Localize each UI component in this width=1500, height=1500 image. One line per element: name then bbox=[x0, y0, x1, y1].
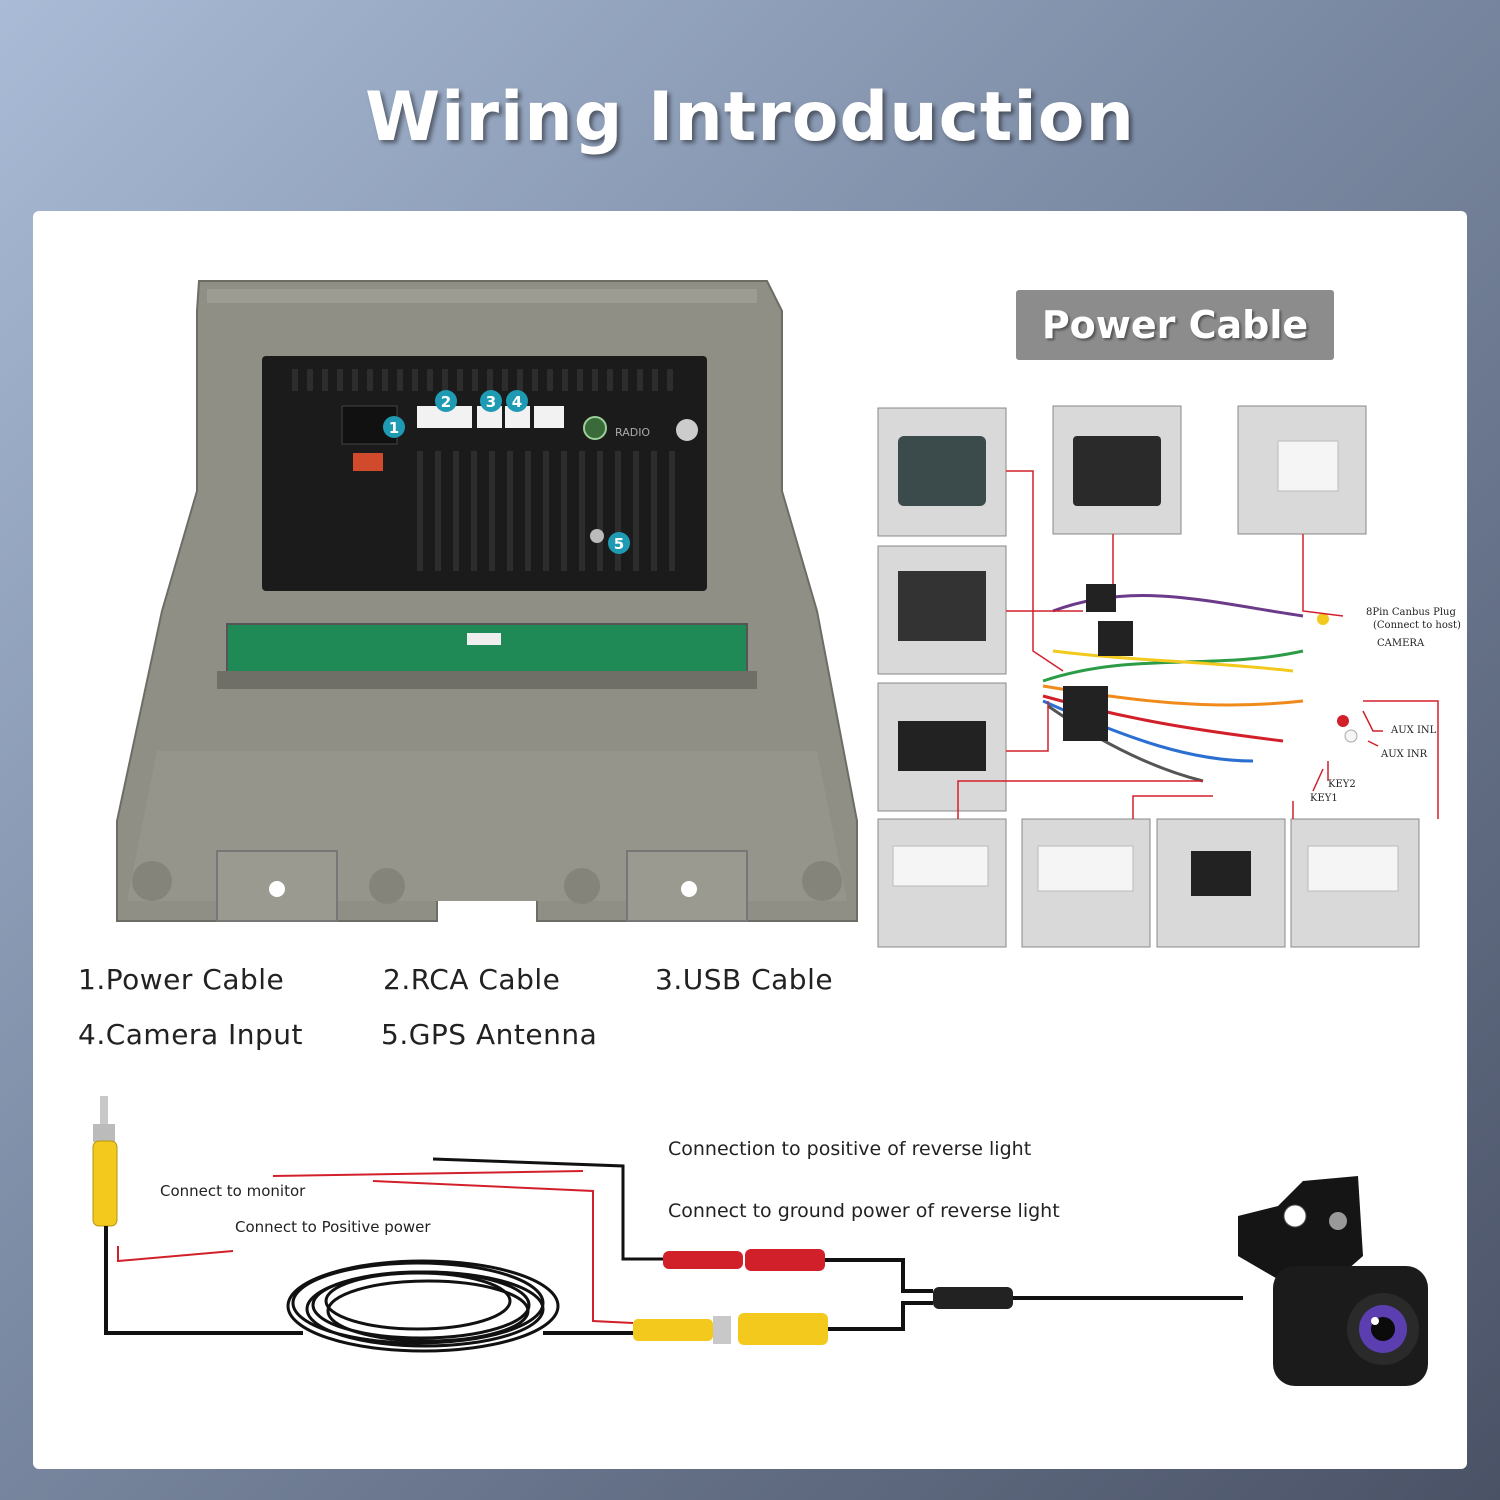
label-camera: CAMERA bbox=[1377, 638, 1425, 649]
label-key1: KEY1 bbox=[1310, 793, 1338, 804]
port-number-1: 1 bbox=[389, 419, 399, 437]
head-unit-back-image: 1 2 3 4 5 RADIO bbox=[116, 280, 858, 922]
legend-item-rca-cable: 2.RCA Cable bbox=[383, 963, 561, 996]
label-aux-inr: AUX INR bbox=[1380, 749, 1428, 760]
content-card: 1 2 3 4 5 RADIO Power Cable bbox=[33, 211, 1467, 1469]
label-connect-to-positive-power: Connect to Positive power bbox=[235, 1218, 431, 1236]
port-marker-2 bbox=[435, 390, 457, 412]
power-cable-badge: Power Cable bbox=[1016, 290, 1334, 360]
legend-item-gps-antenna: 5.GPS Antenna bbox=[381, 1018, 598, 1051]
label-key2: KEY2 bbox=[1328, 779, 1356, 790]
legend-item-camera-input: 4.Camera Input bbox=[78, 1018, 303, 1051]
port-number-3: 3 bbox=[486, 393, 496, 411]
legend-item-usb-cable: 3.USB Cable bbox=[655, 963, 834, 996]
label-aux-inl: AUX INL bbox=[1390, 725, 1437, 736]
radio-label: RADIO bbox=[615, 426, 650, 439]
legend-item-power-cable: 1.Power Cable bbox=[78, 963, 285, 996]
page-title: Wiring Introduction bbox=[365, 78, 1135, 157]
port-number-4: 4 bbox=[512, 393, 522, 411]
label-connect-to-host: (Connect to host) bbox=[1373, 620, 1461, 631]
reverse-camera-wiring-image bbox=[92, 1096, 1428, 1386]
port-number-5: 5 bbox=[614, 535, 624, 553]
label-connect-to-monitor: Connect to monitor bbox=[160, 1182, 306, 1200]
port-marker-3 bbox=[480, 390, 502, 412]
port-marker-1 bbox=[383, 416, 405, 438]
label-reverse-light-ground: Connect to ground power of reverse light bbox=[668, 1200, 1060, 1222]
label-canbus-plug: 8Pin Canbus Plug bbox=[1366, 607, 1456, 618]
label-reverse-light-positive: Connection to positive of reverse light bbox=[668, 1138, 1032, 1160]
port-marker-4 bbox=[506, 390, 528, 412]
port-number-2: 2 bbox=[441, 393, 451, 411]
power-harness-image: 8Pin Canbus Plug (Connect to host) CAMER… bbox=[877, 405, 1461, 948]
port-marker-5 bbox=[608, 532, 630, 554]
